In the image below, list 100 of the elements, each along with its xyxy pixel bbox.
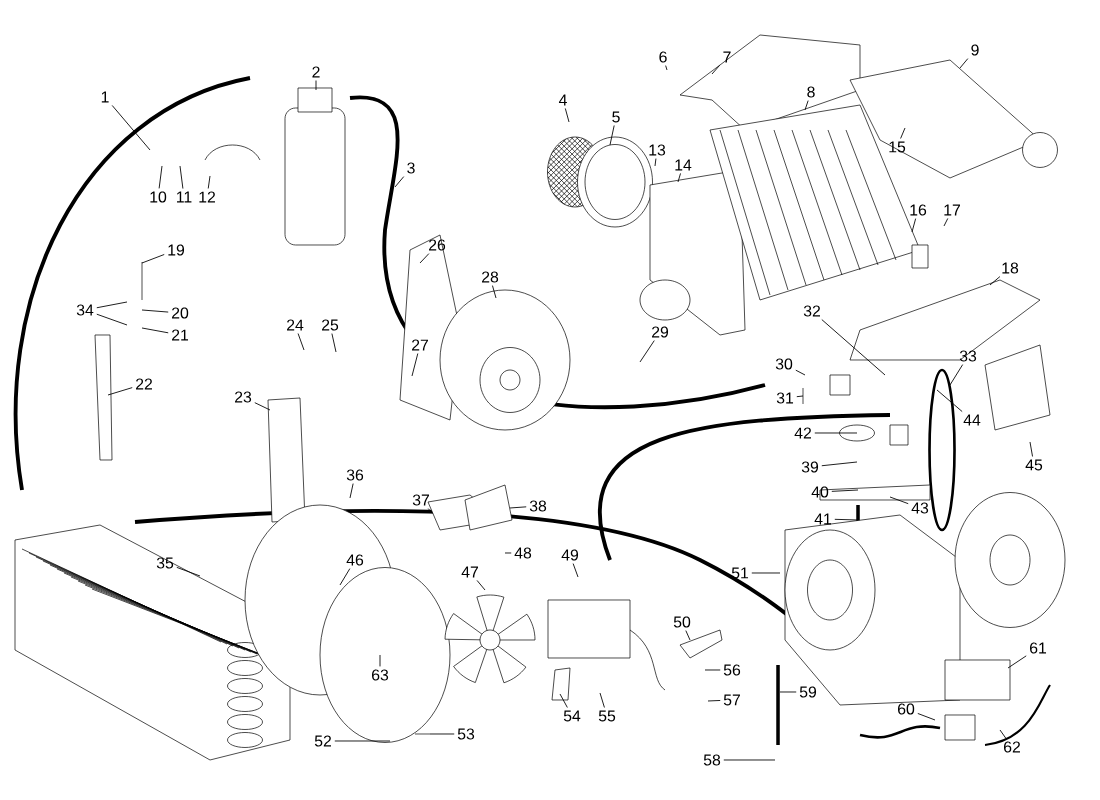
leader-line [334,740,391,742]
callout-number: 20 [172,307,189,319]
leader-line [943,218,949,227]
callout-number: 21 [172,329,189,341]
callout-number: 12 [199,191,215,203]
leader-line [254,402,271,411]
callout-number: 47 [461,566,478,578]
callout-number: 17 [944,204,960,216]
callout-number: 36 [346,469,364,481]
callout-number: 4 [558,94,567,106]
leader-line [911,218,917,233]
leader-line [572,563,579,578]
leader-line [685,630,691,641]
callout-number: 30 [775,358,793,370]
callout-number: 37 [412,494,429,506]
leader-line [492,285,497,299]
callout-number: 13 [649,144,666,156]
callout-number: 11 [177,191,192,203]
callout-number: 50 [673,616,691,628]
leader-line [821,319,886,376]
leader-line [834,518,859,521]
leader-line [917,713,936,721]
leader-line [509,506,527,509]
callout-number: 55 [598,710,616,722]
callout-number: 25 [322,319,339,331]
leader-line [176,566,201,577]
leader-line [394,176,405,188]
callout-number: 26 [429,239,446,251]
callout-number: 27 [412,339,428,351]
leader-line [339,568,351,586]
callout-number: 38 [529,500,547,512]
callout-number: 31 [776,392,794,404]
callout-number: 22 [136,378,152,390]
callout-number: 8 [807,86,815,98]
callout-number: 58 [703,754,721,766]
leader-line [158,165,163,189]
leader-line [936,389,963,412]
leader-line [349,483,354,499]
leader-line [111,105,151,151]
callout-number: 5 [612,111,620,123]
leader-line [711,64,721,75]
callout-number: 59 [799,686,817,698]
leader-line [821,461,858,467]
leader-line [751,572,781,574]
leader-line [141,327,169,334]
callout-number: 60 [898,703,915,715]
leader-line [96,301,128,309]
callout-number: 52 [314,735,331,747]
callout-number: 43 [911,502,929,514]
leader-line [831,489,859,492]
callout-number: 42 [794,427,811,439]
callout-number: 14 [675,159,692,171]
callout-number: 24 [287,319,304,331]
callout-number: 32 [803,305,820,317]
leader-line [804,100,809,111]
leader-line [795,369,806,376]
leader-line [999,729,1007,739]
leader-line [599,692,605,708]
leader-line [814,432,858,434]
callout-number: 45 [1025,459,1043,471]
callout-number: 49 [561,549,579,561]
leader-line [419,253,430,264]
leader-line [96,313,128,326]
leader-line [504,552,512,554]
callout-number: 54 [563,710,581,722]
callout-number: 35 [156,557,174,569]
leader-line [989,276,1001,286]
leader-line [1029,441,1033,457]
leader-line [959,58,969,69]
leader-line [900,127,906,139]
leader-line [207,175,211,189]
leader-line [796,395,804,398]
callout-number: 33 [959,350,977,362]
callout-number: 46 [346,554,364,566]
callout-number: 23 [235,391,252,403]
callout-number: 61 [1030,642,1047,654]
leader-line [677,173,681,183]
callout-number: 28 [482,271,499,283]
leader-line [179,165,184,189]
callout-number: 9 [971,44,979,56]
callout-number: 1 [101,91,109,103]
leader-line [141,254,165,264]
leader-line [779,691,797,693]
callout-number: 39 [801,461,819,473]
leader-line [297,333,305,351]
leader-line [141,309,169,313]
callout-number: 3 [407,162,415,174]
callout-number: 56 [723,664,741,676]
leader-line [665,65,668,71]
callout-number: 34 [76,304,94,316]
leader-line [315,80,317,91]
leader-line [476,579,486,591]
callout-number: 2 [312,66,320,78]
leader-line [107,387,133,396]
leader-line [411,353,419,377]
leader-line [609,125,615,146]
leader-line [723,759,776,761]
leader-line [889,496,909,505]
callout-number: 18 [1002,262,1019,274]
leader-line [429,733,455,735]
